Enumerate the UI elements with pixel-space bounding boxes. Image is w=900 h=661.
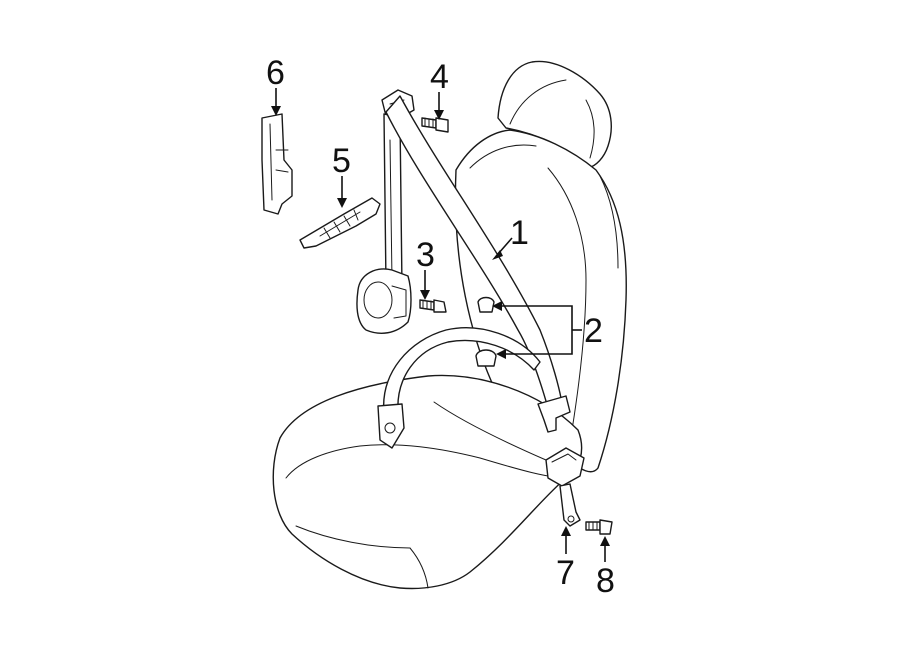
seat-cushion: [272, 374, 583, 590]
buckle-strap: [559, 483, 581, 527]
cap-lower: [475, 349, 497, 367]
callouts: 1 2 3 4 5 6 7 8: [266, 54, 615, 600]
part-2-caps: [475, 296, 497, 367]
part-3-bolt: [419, 299, 447, 313]
seat-assembly: [272, 60, 627, 590]
part-1-seat-belt-assembly: [356, 89, 571, 449]
callout-2: 2: [584, 312, 603, 350]
callout-6: 6: [266, 54, 285, 92]
belt-webbing-vertical: [383, 113, 403, 289]
callout-7: 7: [556, 554, 575, 592]
callout-1: 1: [510, 214, 529, 252]
callout-5: 5: [332, 142, 351, 180]
lap-anchor-plate: [377, 403, 405, 449]
retractor: [356, 268, 412, 334]
part-4-bolt: [421, 117, 449, 133]
belt-tongue: [537, 395, 571, 433]
part-6-adjuster: [261, 113, 293, 215]
callout-3: 3: [416, 236, 435, 274]
part-7-buckle: [545, 447, 585, 527]
callout-4: 4: [430, 58, 449, 96]
part-5-bracket: [299, 197, 381, 249]
cap-upper: [477, 296, 495, 313]
belt-webbing-lap: [382, 327, 541, 415]
buckle-head: [545, 447, 585, 487]
callout-8: 8: [596, 562, 615, 600]
part-8-bolt: [585, 519, 613, 535]
